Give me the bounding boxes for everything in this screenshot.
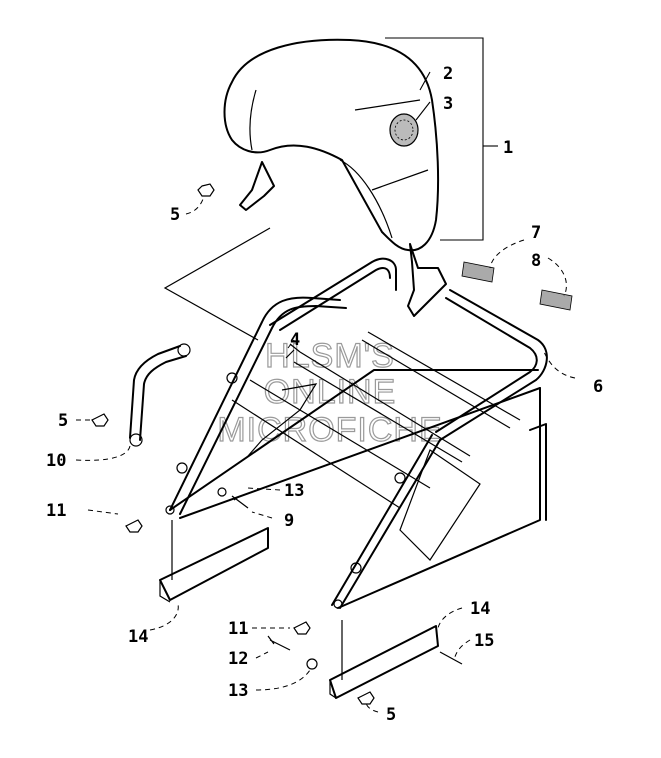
callout-3: 3 xyxy=(443,94,453,114)
hardware xyxy=(91,183,463,705)
callout-10: 10 xyxy=(46,451,66,471)
backrest-cushion xyxy=(223,38,440,252)
callout-14-right: 14 xyxy=(470,599,490,619)
mounting-plate-left xyxy=(159,527,269,603)
callout-12: 12 xyxy=(228,649,248,669)
callout-labels: 1 2 3 4 5 5 5 6 7 8 9 10 11 11 12 13 13 … xyxy=(46,64,603,725)
callout-14-left: 14 xyxy=(128,627,148,647)
callout-2: 2 xyxy=(443,64,453,84)
decals xyxy=(461,261,573,311)
callout-7: 7 xyxy=(531,223,541,243)
leader-lines xyxy=(75,71,576,713)
callout-11-right: 11 xyxy=(228,619,248,639)
watermark: HLSM'S ONLINE MICROFICHE xyxy=(217,336,443,449)
backrest-brackets xyxy=(239,161,447,317)
emblem-badge xyxy=(389,113,419,147)
callout-4: 4 xyxy=(290,330,300,350)
callout-13-top: 13 xyxy=(284,481,304,501)
callout-5-bottom: 5 xyxy=(386,705,396,725)
callout-15: 15 xyxy=(474,631,494,651)
callout-5-top: 5 xyxy=(170,205,180,225)
watermark-line-1: HLSM'S xyxy=(265,337,395,375)
watermark-line-2: ONLINE xyxy=(264,373,397,411)
callout-9: 9 xyxy=(284,511,294,531)
reference-line xyxy=(163,227,271,341)
callout-1: 1 xyxy=(503,138,513,158)
callout-11-left: 11 xyxy=(46,501,66,521)
side-handle xyxy=(129,343,191,447)
callout-8: 8 xyxy=(531,251,541,271)
mounting-plate-right xyxy=(329,625,439,699)
watermark-line-3: MICROFICHE xyxy=(217,411,442,449)
callout-5-left: 5 xyxy=(58,411,68,431)
callout-13-bottom: 13 xyxy=(228,681,248,701)
callout-6: 6 xyxy=(593,377,603,397)
callout-1-bracket xyxy=(385,37,484,241)
